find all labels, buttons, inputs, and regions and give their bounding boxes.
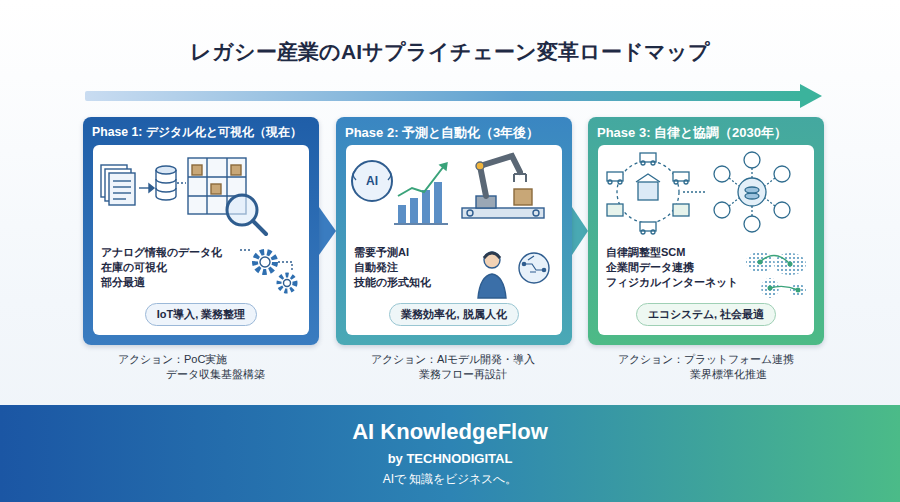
action-note: アクション：PoC実施 xyxy=(118,352,227,367)
tag-pill: 業務効率化, 脱属人化 xyxy=(389,303,518,326)
tag-text: IoT導入, 業務整理 xyxy=(157,307,246,322)
phase3-illustration xyxy=(607,152,806,298)
content-panel: 需要予測AI自動発注技能の形式知化業務効率化, 脱属人化 xyxy=(346,145,562,335)
phase-chevron xyxy=(319,207,336,255)
brand-name: AI KnowledgeFlow xyxy=(352,419,548,445)
phase2-illustration xyxy=(352,156,549,298)
phase-heading: Phase 2: 予測と自動化（3年後） xyxy=(345,124,539,142)
phase-item: 在庫の可視化 xyxy=(101,260,222,275)
phase-item: 需要予測AI xyxy=(354,245,431,260)
phase-item: 技能の形式知化 xyxy=(354,275,431,290)
brand-company: by TECHNODIGITAL xyxy=(388,451,513,466)
brand-slogan: AIで 知識をビジネスへ。 xyxy=(383,471,518,488)
phase-heading: Phase 3: 自律と協調（2030年） xyxy=(597,124,787,142)
phase1-illustration xyxy=(101,158,295,291)
phase-card: Phase 2: 予測と自動化（3年後） 需要予測AI自動発注技能の形式知化業務効… xyxy=(336,117,572,345)
phase-card: Phase 3: 自律と協調（2030年） 自律調整型SCM企業間データ連携フィジ… xyxy=(588,117,824,345)
action-note: データ収集基盤構築 xyxy=(166,367,265,382)
phase-item: 企業間データ連携 xyxy=(606,260,738,275)
action-note: アクション：AIモデル開発・導入 xyxy=(371,352,535,367)
timeline-arrow xyxy=(85,84,822,108)
text-group: 自律調整型SCM企業間データ連携フィジカルインターネット xyxy=(606,245,738,290)
content-panel: アナログ情報のデータ化在庫の可視化部分最適 IoT導入, 業務整理 xyxy=(93,145,309,335)
tag-pill: IoT導入, 業務整理 xyxy=(145,303,258,326)
text-group: 需要予測AI自動発注技能の形式知化 xyxy=(354,245,431,290)
phase-item: フィジカルインターネット xyxy=(606,275,738,290)
tag-pill: エコシステム, 社会最適 xyxy=(636,303,776,326)
footer-band: AI KnowledgeFlow by TECHNODIGITAL AIで 知識をビ… xyxy=(0,405,900,502)
phase-heading: Phase 1: デジタル化と可視化（現在） xyxy=(92,124,302,141)
icon-text: AI xyxy=(366,174,378,188)
phase-item: 自動発注 xyxy=(354,260,431,275)
action-note: アクション：プラットフォーム連携 xyxy=(618,352,794,367)
phase-card: Phase 1: デジタル化と可視化（現在） アナログ情報のデータ化在庫の可視化部… xyxy=(83,117,319,345)
phase-chevron xyxy=(572,207,588,255)
phase-item: 部分最適 xyxy=(101,275,222,290)
action-note: 業務フロー再設計 xyxy=(419,367,507,382)
content-panel: 自律調整型SCM企業間データ連携フィジカルインターネットエコシステム, 社会最適 xyxy=(598,145,814,335)
tag-text: エコシステム, 社会最適 xyxy=(648,307,764,322)
diagram-title: レガシー産業のAIサプライチェーン変革ロードマップ xyxy=(0,38,900,66)
phase-item: アナログ情報のデータ化 xyxy=(101,245,222,260)
action-note: 業界標準化推進 xyxy=(690,367,767,382)
phase-item: 自律調整型SCM xyxy=(606,245,738,260)
text-group: アナログ情報のデータ化在庫の可視化部分最適 xyxy=(101,245,222,290)
tag-text: 業務効率化, 脱属人化 xyxy=(401,307,506,322)
